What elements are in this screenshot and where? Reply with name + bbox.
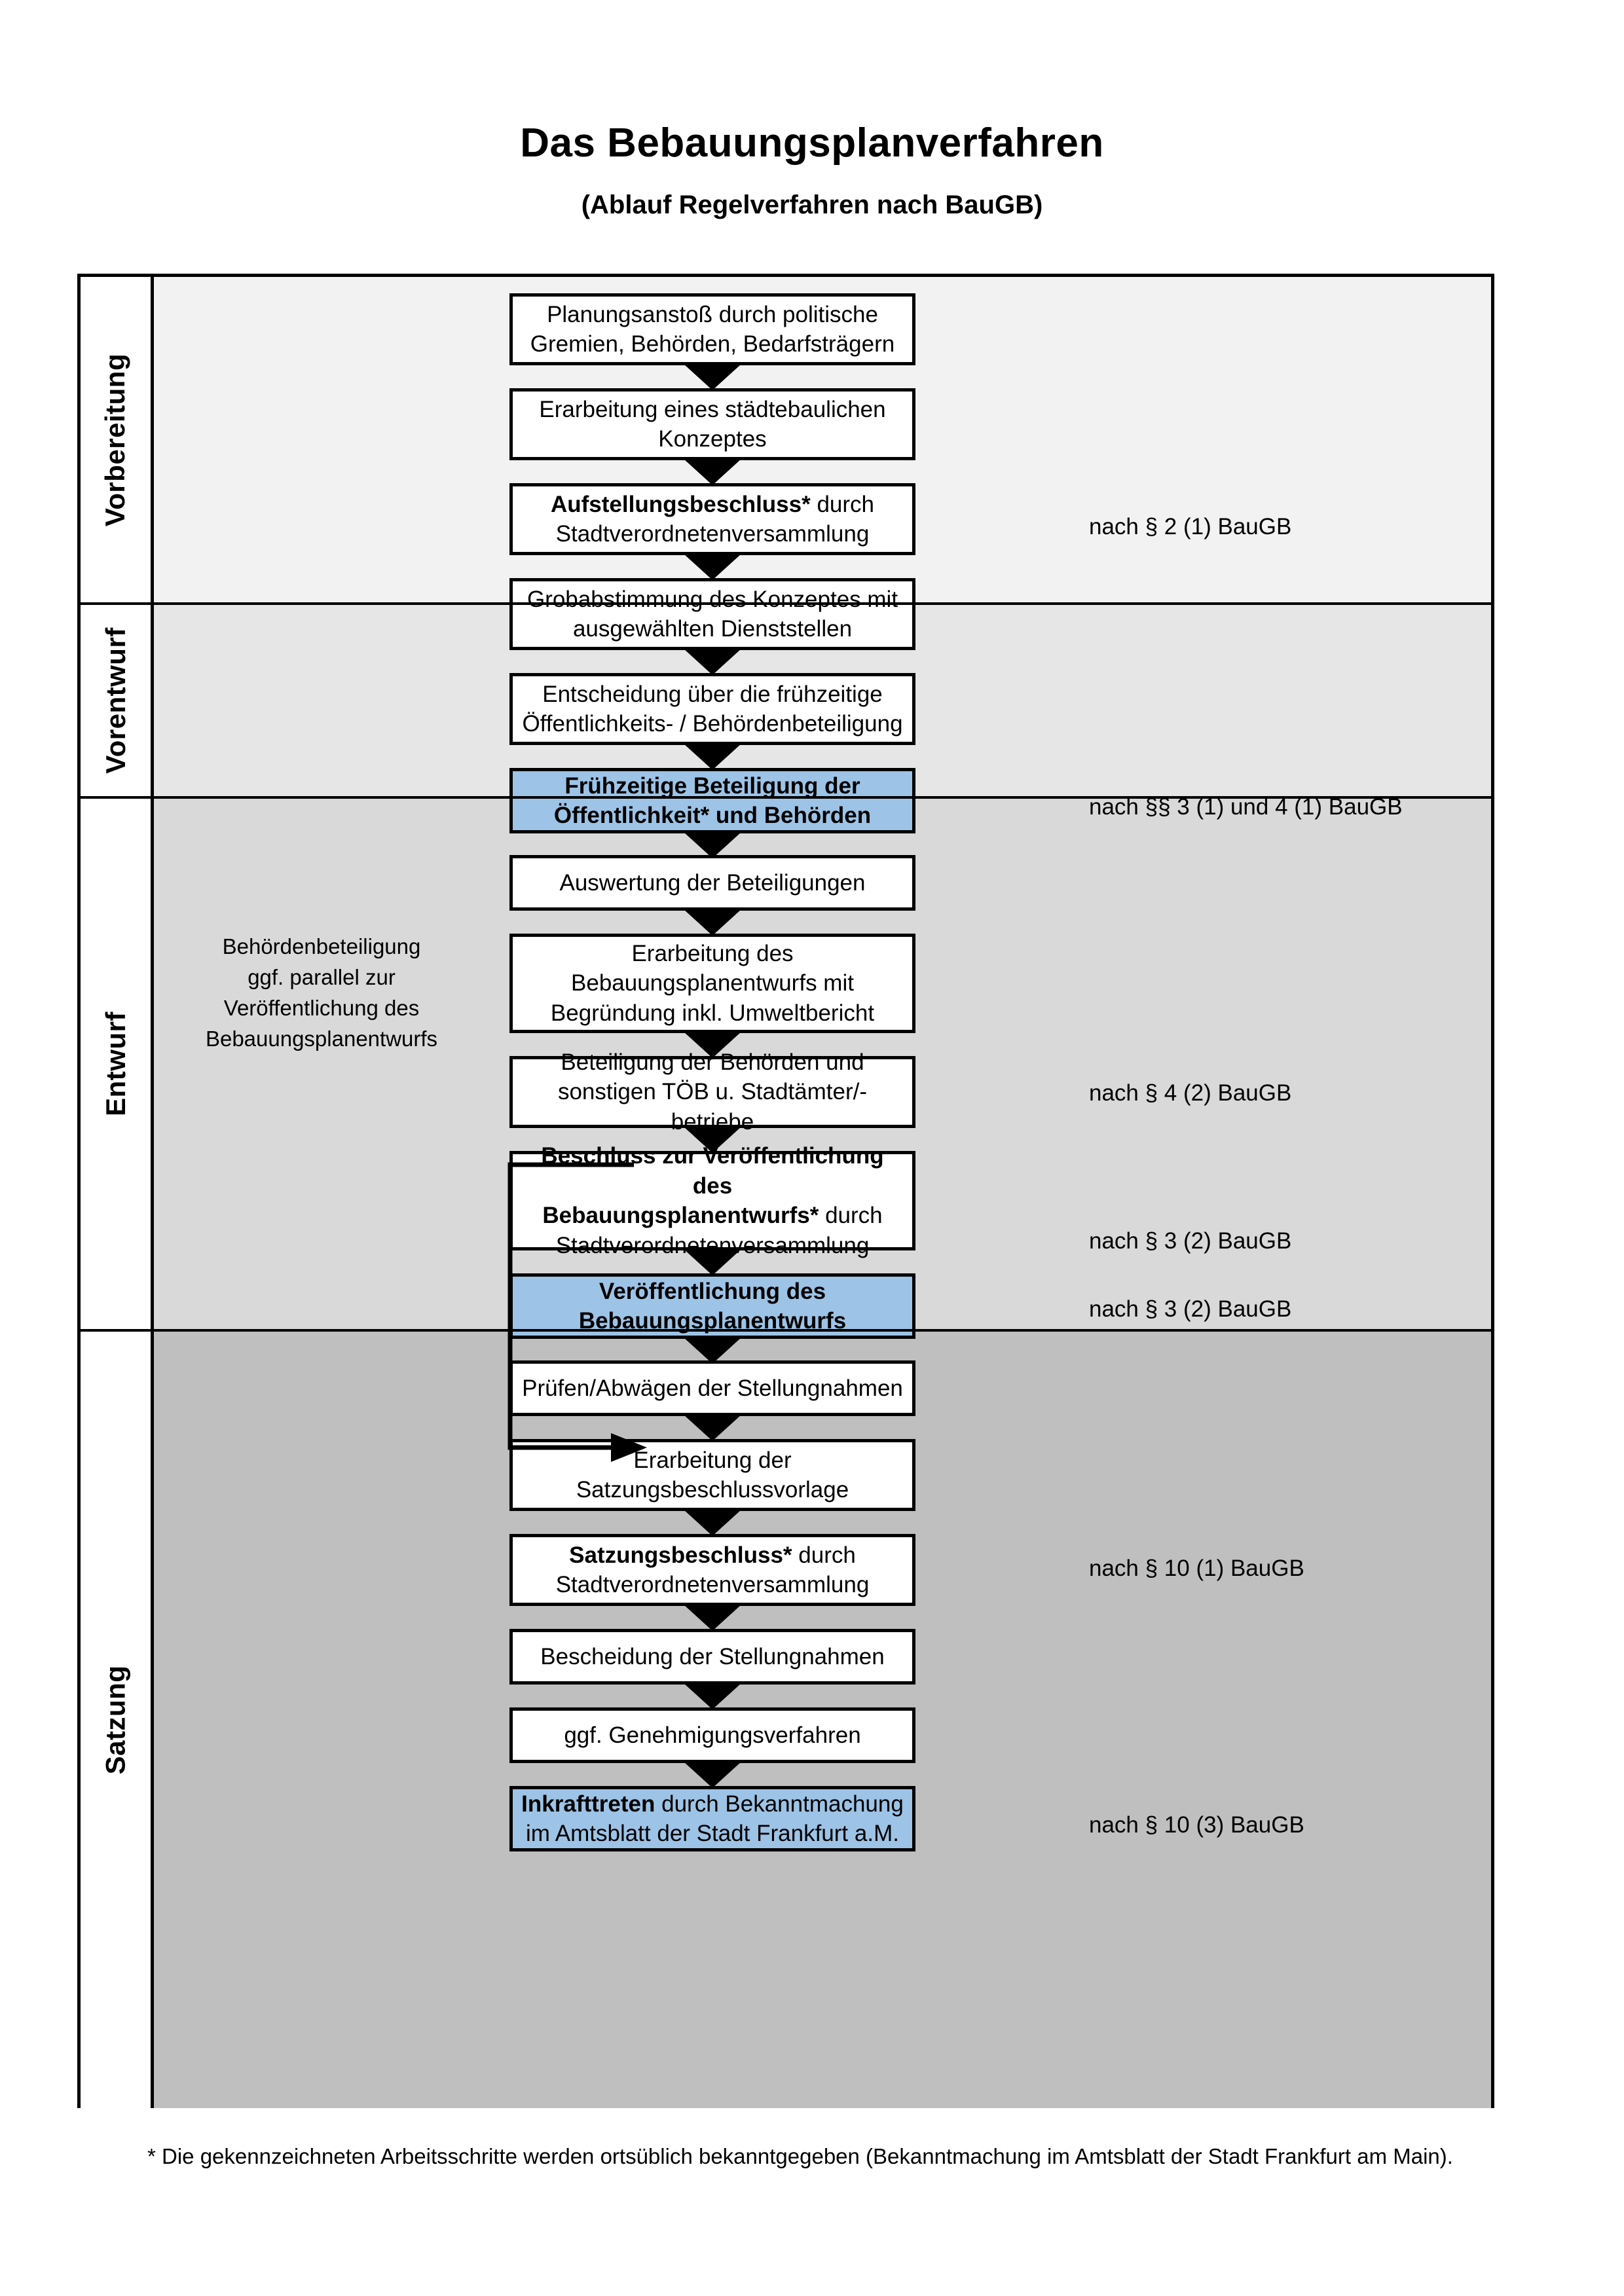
page-title: Das Bebauungsplanverfahren xyxy=(520,120,1104,166)
phase-separator xyxy=(81,1329,1491,1332)
step-box-genehmigungsverfahren[interactable]: ggf. Genehmigungsverfahren xyxy=(509,1707,915,1763)
step-line: Veröffentlichung des xyxy=(599,1278,826,1304)
phase-label-divider xyxy=(151,277,154,2105)
step-line: sonstigen TÖB u. Stadtämter/-betriebe xyxy=(557,1079,868,1135)
step-line: Frühzeitige Beteiligung der xyxy=(564,773,860,799)
step-line-bold: Satzungsbeschluss* xyxy=(569,1542,792,1568)
arrow-down-icon xyxy=(684,1605,741,1631)
arrow-down-icon xyxy=(684,1683,741,1709)
step-box-planungsanstoss[interactable]: Planungsanstoß durch politische Gremien,… xyxy=(509,293,915,365)
arrow-down-icon xyxy=(684,1762,741,1788)
step-box-aufstellungsbeschluss[interactable]: Aufstellungsbeschluss* durch Stadtverord… xyxy=(509,483,915,555)
legal-ref-par10-3: nach § 10 (3) BauGB xyxy=(1089,1812,1304,1838)
step-line: Bebauungsplanentwurfs mit xyxy=(571,970,854,996)
arrow-down-icon xyxy=(684,459,741,485)
legal-ref-par10-1: nach § 10 (1) BauGB xyxy=(1089,1556,1304,1581)
phase-separator xyxy=(81,796,1491,799)
phase-label-text: Entwurf xyxy=(100,1011,131,1116)
step-line: Prüfen/Abwägen der Stellungnahmen xyxy=(522,1375,903,1401)
legal-ref-par3-2-a: nach § 3 (2) BauGB xyxy=(1089,1228,1292,1254)
step-box-fruehzeitige-beteiligung[interactable]: Frühzeitige Beteiligung der Öffentlichke… xyxy=(509,768,915,833)
step-line-rest: durch xyxy=(817,491,875,517)
step-box-bescheidung-stellungnahmen[interactable]: Bescheidung der Stellungnahmen xyxy=(509,1629,915,1685)
step-box-grobabstimmung[interactable]: Grobabstimmung des Konzeptes mit ausgewä… xyxy=(509,578,915,650)
step-box-staedtebauliches-konzept[interactable]: Erarbeitung eines städtebaulichen Konzep… xyxy=(509,388,915,460)
legal-ref-par3-2-b: nach § 3 (2) BauGB xyxy=(1089,1296,1292,1322)
phase-label-vorentwurf: Vorentwurf xyxy=(81,605,151,796)
step-line: ggf. Genehmigungsverfahren xyxy=(564,1722,861,1748)
step-box-inkrafttreten[interactable]: Inkrafttreten durch Bekanntmachung im Am… xyxy=(509,1786,915,1851)
phase-label-text: Vorbereitung xyxy=(100,353,131,526)
step-line: Stadtverordnetenversammlung xyxy=(555,521,870,547)
step-line-bold: Aufstellungsbeschluss* xyxy=(550,491,811,517)
step-line-bold: Bebauungsplanentwurfs* xyxy=(542,1203,819,1228)
legal-ref-par2-1: nach § 2 (1) BauGB xyxy=(1089,514,1292,539)
arrow-down-icon xyxy=(684,1127,741,1153)
step-line: Erarbeitung des xyxy=(631,940,794,966)
arrow-down-icon xyxy=(684,1510,741,1536)
phase-label-entwurf: Entwurf xyxy=(81,799,151,1329)
phase-label-vorbereitung: Vorbereitung xyxy=(81,277,151,602)
step-line: Satzungsbeschlussvorlage xyxy=(576,1477,849,1503)
arrow-down-icon xyxy=(684,364,741,390)
step-line: Erarbeitung der xyxy=(633,1447,792,1473)
legal-ref-par4-2: nach § 4 (2) BauGB xyxy=(1089,1080,1292,1106)
step-line: Bescheidung der Stellungnahmen xyxy=(540,1643,885,1669)
phase-label-text: Vorentwurf xyxy=(100,627,131,774)
step-line: Gremien, Behörden, Bedarfsträgern xyxy=(530,331,895,357)
arrow-down-icon xyxy=(684,1338,741,1364)
step-box-pruefen-abwaegen[interactable]: Prüfen/Abwägen der Stellungnahmen xyxy=(509,1360,915,1416)
phase-separator xyxy=(81,602,1491,605)
step-box-erarbeitung-bebauungsplanentwurf[interactable]: Erarbeitung des Bebauungsplanentwurfs mi… xyxy=(509,934,915,1033)
step-box-satzungsbeschluss[interactable]: Satzungsbeschluss* durch Stadtverordnete… xyxy=(509,1534,915,1606)
step-box-satzungsbeschlussvorlage[interactable]: Erarbeitung der Satzungsbeschlussvorlage xyxy=(509,1439,915,1511)
page-subtitle: (Ablauf Regelverfahren nach BauGB) xyxy=(581,191,1043,220)
step-line: Erarbeitung eines städtebaulichen xyxy=(539,396,886,422)
step-line: Begründung inkl. Umweltbericht xyxy=(550,1000,875,1026)
arrow-down-icon xyxy=(684,909,741,936)
step-line: Auswertung der Beteiligungen xyxy=(559,869,866,896)
arrow-down-icon xyxy=(684,554,741,580)
step-box-beteiligung-behoerden-toeb[interactable]: Beteiligung der Behörden und sonstigen T… xyxy=(509,1049,915,1135)
step-line-bold: Inkrafttreten xyxy=(521,1791,655,1817)
step-line: im Amtsblatt der Stadt Frankfurt a.M. xyxy=(526,1821,899,1846)
step-box-auswertung-beteiligungen[interactable]: Auswertung der Beteiligungen xyxy=(509,855,915,911)
step-line: Entscheidung über die frühzeitige xyxy=(542,681,883,707)
arrow-down-icon xyxy=(684,1249,741,1275)
arrow-down-icon xyxy=(684,649,741,675)
side-note-line: ggf. parallel zur xyxy=(248,964,396,989)
side-note-line: Behördenbeteiligung xyxy=(222,934,421,958)
arrow-down-icon xyxy=(684,744,741,770)
step-box-entscheidung-fruehzeitige-beteiligung[interactable]: Entscheidung über die frühzeitige Öffent… xyxy=(509,673,915,745)
step-line: Öffentlichkeit* und Behörden xyxy=(553,803,872,828)
footnote: * Die gekennzeichneten Arbeitsschritte w… xyxy=(147,2144,1453,2168)
arrow-down-icon xyxy=(684,1032,741,1058)
step-line: Grobabstimmung des Konzeptes mit xyxy=(526,586,898,612)
step-line: ausgewählten Dienststellen xyxy=(572,616,853,642)
side-note-line: Bebauungsplanentwurfs xyxy=(205,1026,438,1051)
flowchart-frame: Vorbereitung Vorentwurf Entwurf Satzung … xyxy=(77,274,1494,2108)
arrow-down-icon xyxy=(684,832,741,858)
phase-label-satzung: Satzung xyxy=(81,1332,151,2108)
step-box-beschluss-veroeffentlichung[interactable]: Beschluss zur Veröffentlichung des Bebau… xyxy=(509,1143,915,1258)
side-note-parallel-behoerdenbeteiligung: Behördenbeteiligung ggf. parallel zur Ve… xyxy=(184,932,459,1054)
step-line: Öffentlichkeits- / Behördenbeteiligung xyxy=(522,711,903,737)
title-block: Das Bebauungsplanverfahren (Ablauf Regel… xyxy=(0,120,1624,220)
arrow-down-icon xyxy=(684,1415,741,1441)
step-line: Stadtverordnetenversammlung xyxy=(555,1572,870,1597)
step-line: Konzeptes xyxy=(658,426,767,452)
side-note-line: Veröffentlichung des xyxy=(223,995,420,1020)
step-line: Planungsanstoß durch politische xyxy=(547,301,878,327)
phase-label-text: Satzung xyxy=(100,1665,131,1775)
